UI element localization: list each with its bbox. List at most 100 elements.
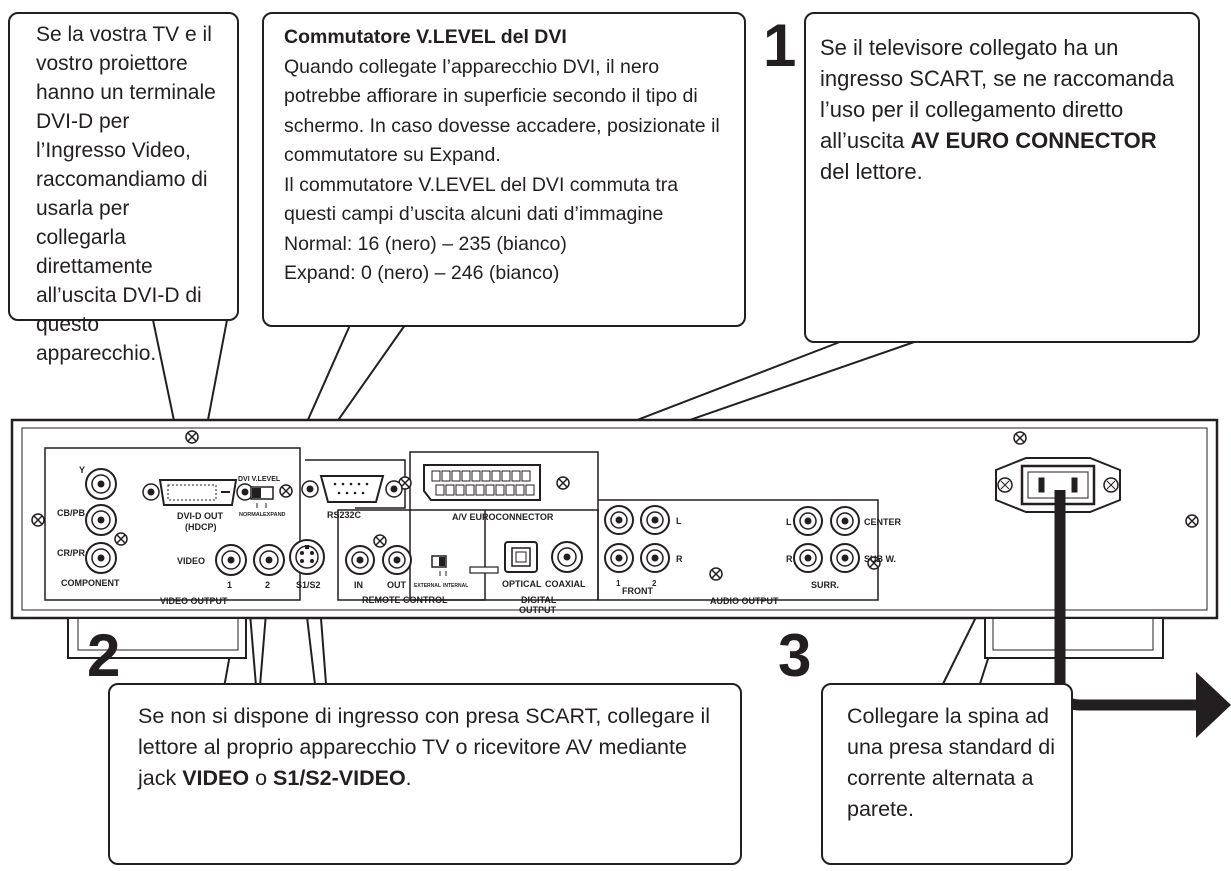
front-2-l-jack: [640, 505, 670, 535]
scart-connector: [423, 464, 541, 501]
label-cr-pr: CR/PR: [57, 548, 86, 558]
label-internal: INTERNAL: [443, 583, 468, 589]
step-3-number: 3: [778, 622, 812, 689]
front-1-r-jack: [604, 543, 634, 573]
screw: [279, 484, 293, 498]
label-remote-control: REMOTE CONTROL: [362, 595, 448, 605]
panel-labels: Y CB/PB CR/PR COMPONENT VIDEO 1 2 S1/S2 …: [57, 465, 902, 615]
subwoofer-jack: [830, 543, 860, 573]
callout-dvi-vlevel-heading: Commutatore V.LEVEL del DVI: [284, 26, 567, 48]
callout-step-1: Se il televisore collegato ha un ingress…: [804, 12, 1200, 343]
label-front-r: R: [676, 554, 683, 564]
step-2-s-video: S1/S2-VIDEO: [273, 766, 406, 790]
step-2-or: o: [249, 766, 274, 790]
label-dvi-out: DVI-D OUT: [177, 511, 224, 521]
screw: [398, 476, 412, 490]
label-front-2: 2: [652, 579, 657, 588]
dvi-d-connector: [142, 479, 254, 506]
label-normal: NORMAL: [239, 512, 264, 518]
label-out: OUT: [387, 580, 407, 590]
label-s1s2: S1/S2: [296, 580, 321, 590]
screw: [556, 476, 570, 490]
step-2-text: Se non si dispone di ingresso con presa …: [138, 704, 711, 790]
label-front: FRONT: [622, 586, 653, 596]
callout-dvi-vlevel-normal: Normal: 16 (nero) – 235 (bianco): [284, 232, 567, 255]
label-video: VIDEO: [177, 556, 205, 566]
screw: [867, 556, 881, 570]
label-hdcp: (HDCP): [185, 522, 217, 532]
screws: [31, 430, 1199, 581]
callout-dvi-input-text: Se la vostra TV e il vostro proiettore h…: [36, 23, 216, 365]
label-external: EXTERNAL: [414, 583, 441, 589]
callout-step-3: Collegare la spina ad una presa standard…: [821, 683, 1073, 865]
step-2-number: 2: [87, 622, 121, 689]
dvi-vlevel-switch: [250, 486, 274, 508]
coaxial-jack: [551, 541, 583, 573]
label-surr-l: L: [786, 517, 792, 527]
screw: [31, 513, 45, 527]
front-1-l-jack: [604, 505, 634, 535]
label-component: COMPONENT: [61, 578, 120, 588]
screw: [373, 534, 387, 548]
label-expand: EXPAND: [263, 512, 286, 518]
label-y: Y: [79, 465, 85, 475]
step-1-text: Se il televisore collegato ha un ingress…: [820, 35, 1175, 153]
ac-power-inlet: [995, 457, 1121, 513]
label-subw: SUB W.: [864, 554, 896, 564]
screw: [185, 430, 199, 444]
label-center: CENTER: [864, 517, 902, 527]
label-digital: DIGITAL: [521, 595, 557, 605]
step-2-video: VIDEO: [182, 766, 250, 790]
callout-dvi-vlevel: Commutatore V.LEVEL del DVI Quando colle…: [262, 12, 746, 327]
callout-step-2: Se non si dispone di ingresso con presa …: [108, 683, 742, 865]
label-video-1: 1: [227, 580, 232, 590]
s-video-jack: [289, 539, 325, 575]
label-video-2: 2: [265, 580, 270, 590]
callout-dvi-vlevel-expand: Expand: 0 (nero) – 246 (bianco): [284, 262, 560, 284]
label-av-euroconnector: A/V EUROCONNECTOR: [452, 512, 554, 522]
label-video-output: VIDEO OUTPUT: [160, 596, 228, 606]
label-cb-pb: CB/PB: [57, 508, 86, 518]
remote-in-jack: [345, 545, 375, 575]
remote-mode-switch: [431, 555, 447, 576]
callout-dvi-vlevel-range-intro: Il commutatore V.LEVEL del DVI commuta t…: [284, 173, 679, 226]
surr-l-jack: [793, 506, 823, 536]
video-2-jack: [253, 544, 285, 576]
label-front-1: 1: [616, 579, 621, 588]
label-audio-output: AUDIO OUTPUT: [710, 596, 779, 606]
remote-out-jack: [382, 545, 412, 575]
section-frames: [44, 447, 879, 601]
screw: [709, 567, 723, 581]
label-optical: OPTICAL: [502, 579, 542, 589]
label-front-l: L: [676, 516, 682, 526]
center-jack: [830, 506, 860, 536]
label-dvi-vlevel: DVI V.LEVEL: [238, 476, 281, 483]
front-2-r-jack: [640, 543, 670, 573]
surr-r-jack: [793, 543, 823, 573]
step-2-period: .: [405, 766, 412, 790]
step-1-text-end: del lettore.: [820, 159, 923, 184]
optical-connector: [504, 541, 538, 573]
callout-dvi-input: Se la vostra TV e il vostro proiettore h…: [8, 12, 239, 365]
screw: [114, 532, 128, 546]
step-1-number: 1: [763, 12, 797, 79]
step-1-av-euro-connector: AV EURO CONNECTOR: [910, 128, 1157, 153]
player-chassis: [10, 418, 1219, 659]
rs232c-connector: [301, 475, 403, 503]
label-output: OUTPUT: [519, 605, 557, 615]
screw: [1185, 514, 1199, 528]
panel-slot: [469, 566, 499, 574]
callout-dvi-vlevel-description: Quando collegate l’apparecchio DVI, il n…: [284, 55, 720, 167]
label-surr-r: R: [786, 554, 793, 564]
rca-jacks: [85, 468, 860, 576]
label-rs232c: RS232C: [327, 510, 362, 520]
step-3-text: Collegare la spina ad una presa standard…: [847, 704, 1055, 821]
label-in: IN: [354, 580, 363, 590]
video-1-jack: [215, 544, 247, 576]
label-coaxial: COAXIAL: [545, 579, 586, 589]
component-cr-jack: [85, 542, 117, 574]
label-surr: SURR.: [811, 580, 839, 590]
component-cb-jack: [85, 504, 117, 536]
component-y-jack: [85, 468, 117, 500]
